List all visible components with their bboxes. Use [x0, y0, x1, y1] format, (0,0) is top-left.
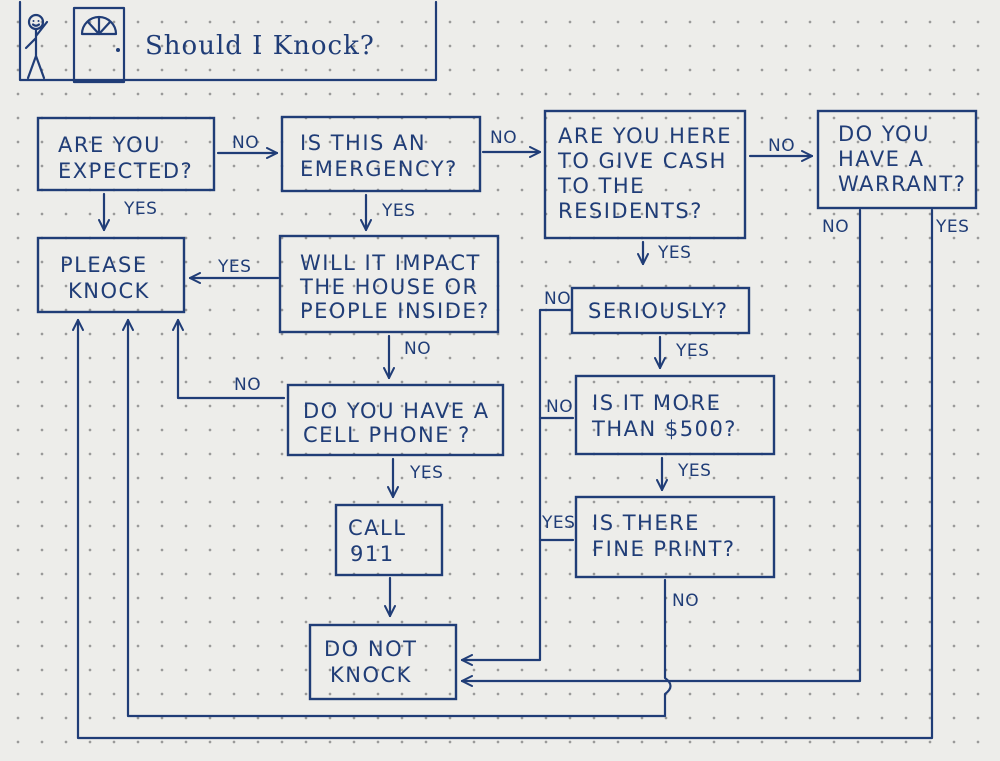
label-cell-no: NO	[234, 375, 261, 395]
text-more-than-500: IS IT MORE THAN $500?	[591, 391, 737, 441]
text-give-cash: ARE YOU HERE TO GIVE CASH TO THE RESIDEN…	[557, 124, 740, 223]
label-fineprint-no: NO	[672, 591, 699, 611]
label-more500-no: NO	[546, 397, 573, 417]
box-call-911	[334, 503, 444, 577]
text-seriously: SERIOUSLY?	[588, 299, 729, 323]
box-more-than-500	[574, 374, 776, 456]
text-call-911: CALL 911	[348, 516, 415, 566]
label-fineprint-yes: YES	[541, 513, 575, 533]
text-cell-phone: DO YOU HAVE A CELL PHONE ?	[303, 399, 498, 447]
edge-fineprint-yes	[460, 538, 542, 660]
label-impact-no: NO	[404, 339, 431, 359]
label-expected-no: NO	[232, 133, 259, 153]
label-seriously-no: NO	[544, 289, 571, 309]
text-will-it-impact: WILL IT IMPACT THE HOUSE OR PEOPLE INSID…	[299, 251, 490, 323]
title-block: Should I Knock?	[18, 0, 438, 84]
box-will-it-impact	[278, 234, 500, 334]
text-do-not-knock: DO NOT KNOCK	[324, 637, 426, 687]
box-have-a-warrant	[816, 109, 978, 210]
text-fine-print: IS THERE FINE PRINT?	[592, 511, 736, 561]
box-please-knock	[36, 236, 186, 314]
label-impact-yes: YES	[217, 257, 251, 277]
door-icon	[72, 6, 126, 84]
box-fine-print	[574, 495, 776, 579]
label-emergency-yes: YES	[381, 201, 415, 221]
label-more500-yes: YES	[677, 461, 711, 481]
label-emergency-no: NO	[490, 128, 517, 148]
title-frame	[18, 0, 438, 82]
text-is-this-an-emergency: IS THIS AN EMERGENCY?	[300, 131, 458, 181]
label-seriously-yes: YES	[675, 341, 709, 361]
edge-warrant-no	[460, 208, 862, 681]
label-cash-yes: YES	[657, 243, 691, 263]
edge-seriously-no	[538, 308, 575, 542]
box-are-you-expected	[36, 116, 216, 192]
label-cash-no: NO	[768, 136, 795, 156]
page-title: Should I Knock?	[145, 31, 375, 61]
box-give-cash	[543, 109, 747, 240]
box-cell-phone	[286, 383, 505, 457]
text-please-knock: PLEASE KNOCK	[60, 253, 156, 303]
edge-cell-no	[178, 318, 286, 400]
label-expected-yes: YES	[123, 199, 157, 219]
stick-figure-icon	[24, 13, 49, 80]
label-warrant-no: NO	[822, 217, 849, 237]
edge-fineprint-no	[128, 318, 672, 718]
edge-warrant-yes	[78, 208, 934, 740]
box-do-not-knock	[308, 623, 458, 701]
label-warrant-yes: YES	[935, 217, 969, 237]
box-is-this-an-emergency	[280, 115, 482, 193]
label-cell-yes: YES	[409, 463, 443, 483]
text-have-a-warrant: DO YOU HAVE A WARRANT?	[838, 122, 966, 196]
text-are-you-expected: ARE YOU EXPECTED?	[58, 133, 193, 183]
